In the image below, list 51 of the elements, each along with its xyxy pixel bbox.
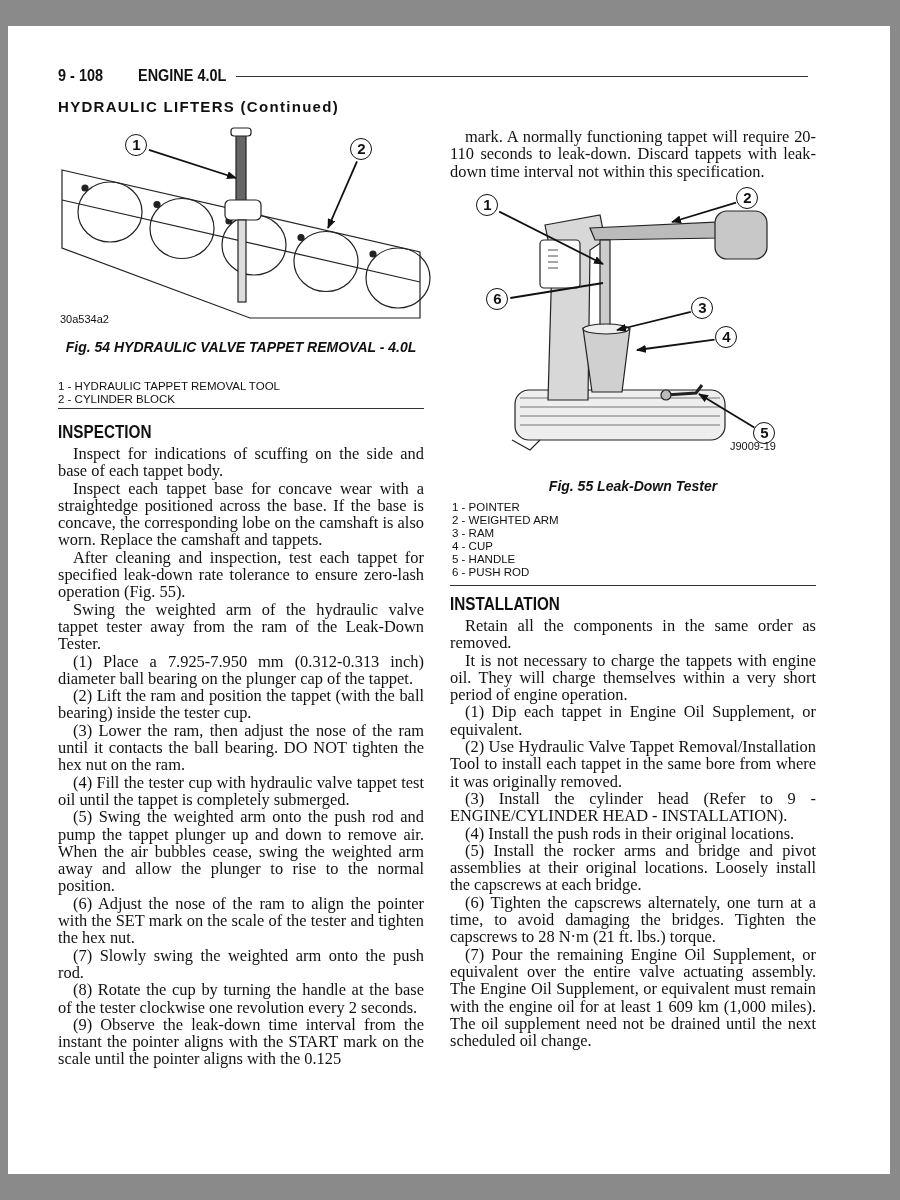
body-paragraph: (4) Install the push rods in their original locations. [464, 824, 796, 842]
callout-number: 6 [486, 288, 509, 311]
body-paragraph: (7) Slowly swing the weighted arm onto the push rod. [58, 946, 424, 982]
callout-number: 1 [125, 134, 148, 157]
legend-item: 2 - CYLINDER BLOCK [58, 393, 175, 406]
leader-line [148, 148, 237, 180]
figure-caption: Fig. 55 Leak-Down Tester [547, 478, 719, 494]
body-paragraph: (1) Place a 7.925-7.950 mm (0.312-0.313 inch) diameter ball bearing on the plunger cap of the tappet. [58, 652, 424, 688]
body-paragraph: Inspect each tappet base for concave wear with a straightedge positioned across the base. If the base is concave, the corresponding lobe on the camshaft is also worn. Replace the camshaft and tappets. [58, 479, 424, 549]
legend-item: 4 - CUP [452, 540, 493, 553]
body-paragraph: mark. A normally functioning tappet will require 20-110 seconds to leak-down. Discard tappets with leak-down time interval not within this specification. [450, 128, 816, 180]
body-paragraph: (4) Fill the tester cup with hydraulic valve tappet test oil until the tappet is completely submerged. [58, 773, 424, 809]
page-title: HYDRAULIC LIFTERS (Continued) [58, 98, 339, 115]
legend-item: 1 - HYDRAULIC TAPPET REMOVAL TOOL [58, 380, 280, 393]
leader-line [616, 311, 692, 332]
body-paragraph: Inspect for indications of scuffing on the side and base of each tappet body. [58, 445, 424, 480]
figure-caption: Fig. 54 HYDRAULIC VALVE TAPPET REMOVAL - 4.0L [64, 339, 418, 355]
body-paragraph: (6) Tighten the capscrews alternately, one turn at a time, to avoid damaging the bridges. Tighten the capscrews to 28 N·m (21 ft. lbs.) torque. [450, 893, 816, 946]
body-paragraph: (8) Rotate the cup by turning the handle at the base of the tester clockwise one revolution every 2 seconds. [58, 981, 424, 1016]
callout-number: 1 [476, 194, 499, 217]
callout-number: 4 [715, 326, 738, 349]
section-heading: INSPECTION [58, 422, 152, 443]
legend-item: 6 - PUSH ROD [452, 566, 530, 579]
body-paragraph: Retain all the components in the same order as removed. [450, 617, 816, 652]
body-paragraph: (5) Swing the weighted arm onto the push rod and pump the tappet plunger up and down to remove air. When the air bubbles cease, swing the weighted arm away and allow the plunger to rise to the normal position. [58, 808, 424, 895]
body-paragraph: (3) Lower the ram, then adjust the nose of the ram until it contacts the ball bearing. DO NOT tighten the hex nut on the ram. [58, 721, 424, 774]
leader-line [636, 338, 716, 353]
leader-line [327, 160, 358, 229]
body-paragraph: (2) Use Hydraulic Valve Tappet Removal/Installation Tool to install each tappet in the same bore from where it was originally removed. [450, 738, 816, 790]
leader-line [498, 210, 604, 265]
body-paragraph: Swing the weighted arm of the hydraulic valve tappet tester away from the ram of the Leak-Down Tester. [58, 600, 424, 653]
body-paragraph: After cleaning and inspection, test each tappet for specified leak-down rate tolerance to ensure zero-lash operation (Fig. 55). [58, 548, 424, 601]
callout-number: 2 [350, 138, 373, 161]
legend-item: 1 - POINTER [452, 501, 520, 514]
body-paragraph: (7) Pour the remaining Engine Oil Supplement, or equivalent over the entire valve actuating assembly. The Engine Oil Supplement, or equivalent must remain with the engine oil for at least 1 609 km (1,000 miles). The oil supplement need not be drained until the next scheduled oil change. [450, 945, 816, 1050]
body-paragraph: (2) Lift the ram and position the tappet (with the ball bearing) inside the tester cup. [58, 687, 424, 722]
legend-item: 3 - RAM [452, 527, 495, 540]
body-paragraph: (6) Adjust the nose of the ram to align the pointer with the SET mark on the scale of the tester and tighten the hex nut. [58, 894, 424, 947]
section-heading: INSTALLATION [450, 594, 560, 615]
leader-line [671, 201, 737, 224]
legend-item: 5 - HANDLE [452, 553, 516, 566]
page-number: 9 - 108 [58, 66, 103, 86]
callout-number: 2 [736, 187, 759, 210]
figure-code: 30a534a2 [60, 313, 109, 325]
section-header: ENGINE 4.0L [138, 66, 227, 86]
body-paragraph: It is not necessary to charge the tappets with engine oil. They will charge themselves within a very short period of engine operation. [450, 651, 816, 704]
callout-number: 3 [691, 297, 714, 320]
legend-item: 2 - WEIGHTED ARM [452, 514, 559, 527]
leader-line [698, 393, 756, 429]
body-paragraph: (1) Dip each tappet in Engine Oil Supplement, or equivalent. [450, 703, 816, 739]
leader-line [509, 282, 604, 299]
